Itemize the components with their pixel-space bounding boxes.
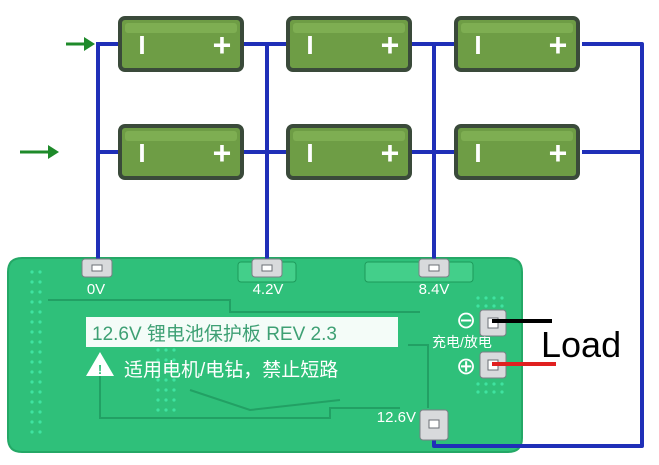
battery-plus-mark: + xyxy=(213,135,232,171)
battery-plus-mark: + xyxy=(381,27,400,63)
pad-label-4v2: 4.2V xyxy=(253,281,284,298)
warning-icon xyxy=(86,352,114,376)
battery-cell: I+ xyxy=(454,124,580,180)
battery-minus-mark: I xyxy=(306,30,313,60)
pad-label-12v6: 12.6V xyxy=(377,409,416,426)
arrow-right-icon xyxy=(84,37,95,51)
load-label: Load xyxy=(541,324,621,365)
minus-terminal-icon: ⊖ xyxy=(456,307,476,334)
battery-plus-mark: + xyxy=(381,135,400,171)
pcb-board: 12.6V 锂电池保护板 REV 2.3 ! 适用电机/电钻，禁止短路 ⊖ 充电… xyxy=(7,257,523,453)
battery-array: I+I+I+I+I+I+ xyxy=(118,16,580,180)
input-arrows xyxy=(20,37,95,159)
battery-cell: I+ xyxy=(118,16,244,72)
battery-cell: I+ xyxy=(286,16,412,72)
battery-plus-mark: + xyxy=(213,27,232,63)
warning-text: 适用电机/电钻，禁止短路 xyxy=(124,359,338,381)
arrow-right-icon xyxy=(48,145,59,159)
battery-minus-mark: I xyxy=(306,138,313,168)
pad-12v6: 12.6V xyxy=(377,409,449,441)
pad-label-8v4: 8.4V xyxy=(419,281,450,298)
battery-plus-mark: + xyxy=(549,135,568,171)
battery-cell: I+ xyxy=(454,16,580,72)
warning-mark: ! xyxy=(98,362,102,377)
battery-minus-mark: I xyxy=(474,30,481,60)
battery-minus-mark: I xyxy=(138,30,145,60)
pad-0v: 0V xyxy=(81,258,113,298)
load-wires: Load xyxy=(492,319,621,366)
pad-label-0v: 0V xyxy=(87,281,105,298)
charge-discharge-label: 充电/放电 xyxy=(432,334,492,350)
battery-plus-mark: + xyxy=(549,27,568,63)
battery-minus-mark: I xyxy=(138,138,145,168)
board-label-box xyxy=(86,317,398,347)
board-label: 12.6V 锂电池保护板 REV 2.3 xyxy=(92,323,337,345)
pad-4v2: 4.2V xyxy=(251,258,284,298)
plus-terminal-icon: ⊕ xyxy=(456,353,476,380)
pad-8v4: 8.4V xyxy=(418,258,450,298)
battery-cell: I+ xyxy=(118,124,244,180)
battery-minus-mark: I xyxy=(474,138,481,168)
battery-cell: I+ xyxy=(286,124,412,180)
